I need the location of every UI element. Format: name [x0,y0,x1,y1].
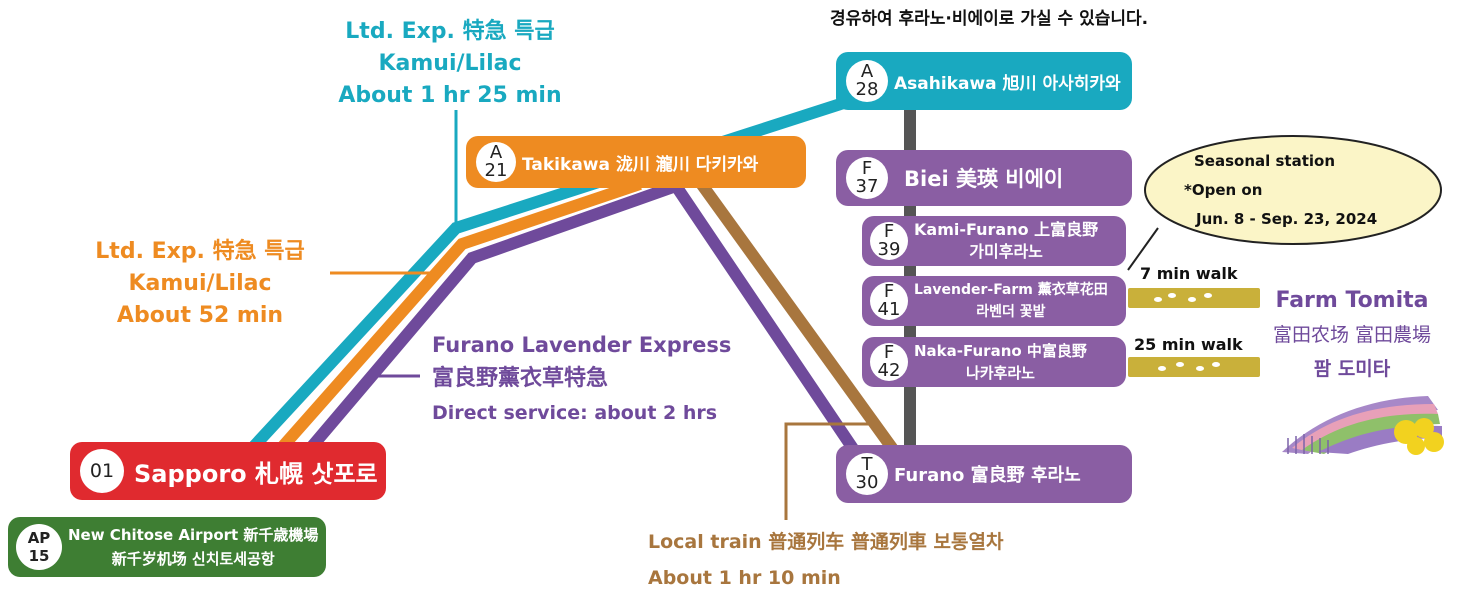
station-code-number: 28 [855,79,879,100]
station-biei[interactable]: F 37 Biei 美瑛 비에이 [836,150,1132,206]
bubble-line2: *Open on [1184,181,1263,199]
station-asahikawa[interactable]: A 28 Asahikawa 旭川 아사히카와 [836,52,1132,110]
station-furano[interactable]: T 30 Furano 富良野 후라노 [836,445,1132,503]
farm-tomita-label: Farm Tomita 富田农场 富田農場 팜 도미타 [1254,284,1450,386]
header-note: 경유하여 후라노·비에이로 가실 수 있습니다. [830,9,1149,29]
station-code: 01 [89,460,115,482]
seasonal-bubble-text: Seasonal station *Open on Jun. 8 - Sep. … [1160,147,1426,234]
local-label-line1: Local train 普通列车 普通列車 보통열차 [648,531,1004,553]
footprint-icon [1158,366,1166,371]
walk-path-lavender-farm [1128,288,1260,308]
station-code-badge: F 41 [870,282,908,320]
station-code-badge: F 37 [846,157,888,199]
farm-name-zh: 富田农场 富田農場 [1272,324,1432,346]
station-name-line1: Naka-Furano 中富良野 [914,342,1087,360]
station-code-line: F [883,342,895,363]
station-name: Furano 富良野 후라노 [894,465,1081,486]
station-code-badge: F 42 [870,343,908,381]
local-route-label: Local train 普通列车 普通列車 보통열차 About 1 hr 10… [648,524,1003,596]
station-code-number: 21 [484,160,508,181]
station-code-number: 42 [877,360,901,381]
footprint-icon [1154,297,1162,302]
station-code-badge: T 30 [846,453,888,495]
station-name-line2: 新千岁机场 신치토세공항 [111,550,275,568]
station-code-number: 41 [877,299,901,320]
bubble-line3: Jun. 8 - Sep. 23, 2024 [1196,210,1378,228]
station-naka-furano[interactable]: F 42 Naka-Furano 中富良野 나카후라노 [862,337,1126,387]
station-name-block: New Chitose Airport 新千歳機場 新千岁机场 신치토세공항 [68,523,318,571]
station-code-line: A [860,61,874,82]
station-name: Sapporo 札幌 삿포로 [134,459,378,488]
footprint-icon [1176,362,1184,367]
station-takikawa[interactable]: A 21 Takikawa 泷川 瀧川 다키카와 [466,136,806,188]
station-code-badge: F 39 [870,222,908,260]
station-code-badge: AP 15 [16,524,62,570]
station-code-line: F [861,158,873,179]
orange-route-label: Ltd. Exp. 特急 특급 Kamui/Lilac About 52 min [70,236,330,332]
orange-route-line [257,178,642,474]
purple-label-line2: 富良野薰衣草特急 [432,366,609,391]
station-lavender-farm[interactable]: F 41 Lavender-Farm 薰衣草花田 라벤더 꽃밭 [862,276,1126,326]
bubble-leader [1127,227,1159,271]
station-name-line2: 나카후라노 [965,364,1035,382]
station-name-line1: New Chitose Airport 新千歳機場 [68,526,319,544]
station-kami-furano[interactable]: F 39 Kami-Furano 上富良野 가미후라노 [862,216,1126,266]
teal-label-line2: Kamui/Lilac [378,51,522,76]
bubble-line1: Seasonal station [1194,152,1336,170]
station-code-line: F [883,221,895,242]
orange-label-line1: Ltd. Exp. 特急 특급 [95,239,305,264]
orange-label-line2: Kamui/Lilac [128,271,272,296]
station-code-line: A [489,142,503,163]
station-code-line: AP [27,529,51,547]
station-name: Biei 美瑛 비에이 [904,167,1064,191]
station-code-line: F [883,281,895,302]
purple-label-line1: Furano Lavender Express [432,333,732,357]
footprint-icon [1168,293,1176,298]
station-name: Asahikawa 旭川 아사히카와 [894,73,1121,94]
walk-time-lavender-farm: 7 min walk [1140,264,1238,283]
station-name-line1: Lavender-Farm 薰衣草花田 [914,282,1108,298]
station-code-badge: A 21 [476,142,516,182]
footprint-icon [1204,293,1212,298]
station-code-number: 39 [877,239,901,260]
station-name: Takikawa 泷川 瀧川 다키카와 [522,154,759,175]
footprint-icon [1212,362,1220,367]
purple-label-line3: Direct service: about 2 hrs [432,402,718,424]
teal-label-line1: Ltd. Exp. 特急 특급 [345,19,555,44]
station-name-line1: Kami-Furano 上富良野 [914,220,1099,239]
station-name-line2: 가미후라노 [969,242,1043,261]
local-label-line2: About 1 hr 10 min [648,567,841,589]
footprint-icon [1188,297,1196,302]
walk-path-naka-furano [1128,357,1260,377]
farm-name: Farm Tomita [1275,288,1429,313]
teal-label-line3: About 1 hr 25 min [338,83,562,108]
farm-name-ko: 팜 도미타 [1313,358,1391,380]
flower-field-illustration [1282,396,1444,455]
station-code-number: 15 [28,547,50,565]
purple-route-line [287,178,867,474]
station-name-block: Kami-Furano 上富良野 가미후라노 [914,219,1098,263]
station-name-block: Lavender-Farm 薰衣草花田 라벤더 꽃밭 [914,279,1108,323]
station-name-block: Naka-Furano 中富良野 나카후라노 [914,340,1087,384]
station-new-chitose-airport[interactable]: AP 15 New Chitose Airport 新千歳機場 新千岁机场 신치… [8,517,326,577]
footprint-icon [1196,366,1204,371]
station-name-line2: 라벤더 꽃밭 [976,304,1046,320]
station-code-line: T [861,454,873,475]
orange-label-line3: About 52 min [116,303,284,328]
seasonal-bubble-shape [1144,135,1442,245]
station-code-badge: A 28 [846,60,888,102]
purple-route-label: Furano Lavender Express 富良野薰衣草特急 Direct … [432,328,731,430]
station-code-number: 37 [855,176,879,197]
station-code-number: 30 [855,472,879,493]
teal-route-label: Ltd. Exp. 特急 특급 Kamui/Lilac About 1 hr 2… [320,16,580,112]
local-route-line [695,178,900,456]
station-code-badge: 01 [80,449,124,493]
station-sapporo[interactable]: 01 Sapporo 札幌 삿포로 [70,442,386,500]
local-label-leader [784,422,876,520]
walk-time-naka-furano: 25 min walk [1134,335,1243,354]
